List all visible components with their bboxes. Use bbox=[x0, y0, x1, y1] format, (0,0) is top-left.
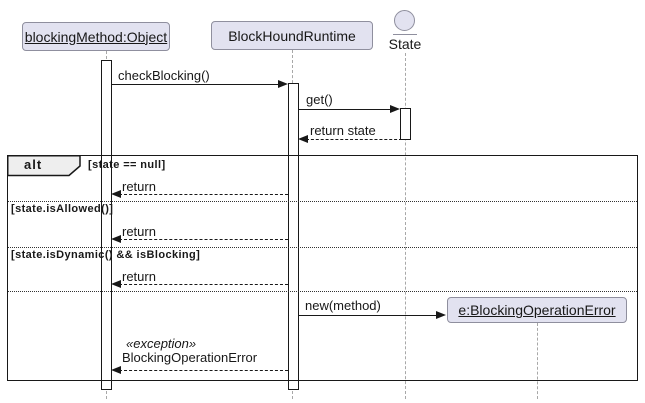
activation-bar-blockhound-runtime bbox=[287, 83, 299, 390]
alt-guard-3: [state.isDynamic() && isBlocking] bbox=[11, 249, 201, 261]
message-line-check-blocking bbox=[111, 84, 280, 85]
alt-fragment-frame bbox=[7, 155, 638, 381]
message-label-get: get() bbox=[306, 92, 333, 107]
message-line-new-method bbox=[298, 315, 437, 316]
message-line-get bbox=[298, 109, 392, 110]
message-label-return-3: return bbox=[122, 269, 156, 284]
activation-bar-state bbox=[399, 108, 411, 140]
message-label-exception-stereotype: «exception» bbox=[126, 336, 197, 351]
message-line-exception bbox=[119, 370, 288, 371]
message-label-new-method: new(method) bbox=[305, 298, 381, 313]
entity-underline bbox=[393, 34, 417, 35]
message-line-return-2 bbox=[119, 239, 288, 240]
participant-blockhound-runtime: BlockHoundRuntime bbox=[211, 21, 373, 50]
participant-state: State bbox=[388, 36, 422, 52]
alt-section-divider bbox=[8, 247, 637, 248]
message-label-check-blocking: checkBlocking() bbox=[118, 68, 210, 83]
participant-label: BlockHoundRuntime bbox=[228, 27, 356, 44]
alt-operator-label: alt bbox=[24, 157, 43, 172]
alt-operator-pentagon bbox=[7, 155, 81, 177]
message-label-return-1: return bbox=[122, 179, 156, 194]
arrowhead-icon bbox=[111, 235, 121, 243]
arrowhead-icon bbox=[111, 280, 121, 288]
arrowhead-icon bbox=[278, 80, 288, 88]
message-line-return-1 bbox=[119, 194, 288, 195]
message-label-exception-name: BlockingOperationError bbox=[122, 350, 258, 365]
arrowhead-icon bbox=[390, 105, 400, 113]
lifeline-blocking-operation-error bbox=[536, 323, 538, 399]
participant-blocking-method: blockingMethod:Object bbox=[22, 22, 170, 51]
entity-circle-icon bbox=[394, 10, 415, 31]
alt-section-divider bbox=[8, 201, 637, 202]
message-label-return-state: return state bbox=[310, 123, 376, 138]
activation-bar-blocking-method bbox=[100, 60, 112, 390]
alt-guard-2: [state.isAllowed()] bbox=[11, 203, 114, 215]
participant-blocking-operation-error: e:BlockingOperationError bbox=[447, 297, 627, 323]
message-line-return-3 bbox=[119, 284, 288, 285]
lifeline-state bbox=[404, 53, 406, 399]
arrowhead-icon bbox=[111, 190, 121, 198]
alt-guard-1: [state == null] bbox=[88, 159, 166, 171]
participant-label: blockingMethod:Object bbox=[24, 28, 168, 45]
arrowhead-icon bbox=[111, 366, 121, 374]
participant-label: e:BlockingOperationError bbox=[458, 302, 616, 318]
arrowhead-icon bbox=[436, 311, 446, 319]
message-label-return-2: return bbox=[122, 224, 156, 239]
message-line-return-state bbox=[306, 139, 402, 140]
alt-section-divider bbox=[8, 291, 637, 292]
arrowhead-icon bbox=[298, 135, 308, 143]
